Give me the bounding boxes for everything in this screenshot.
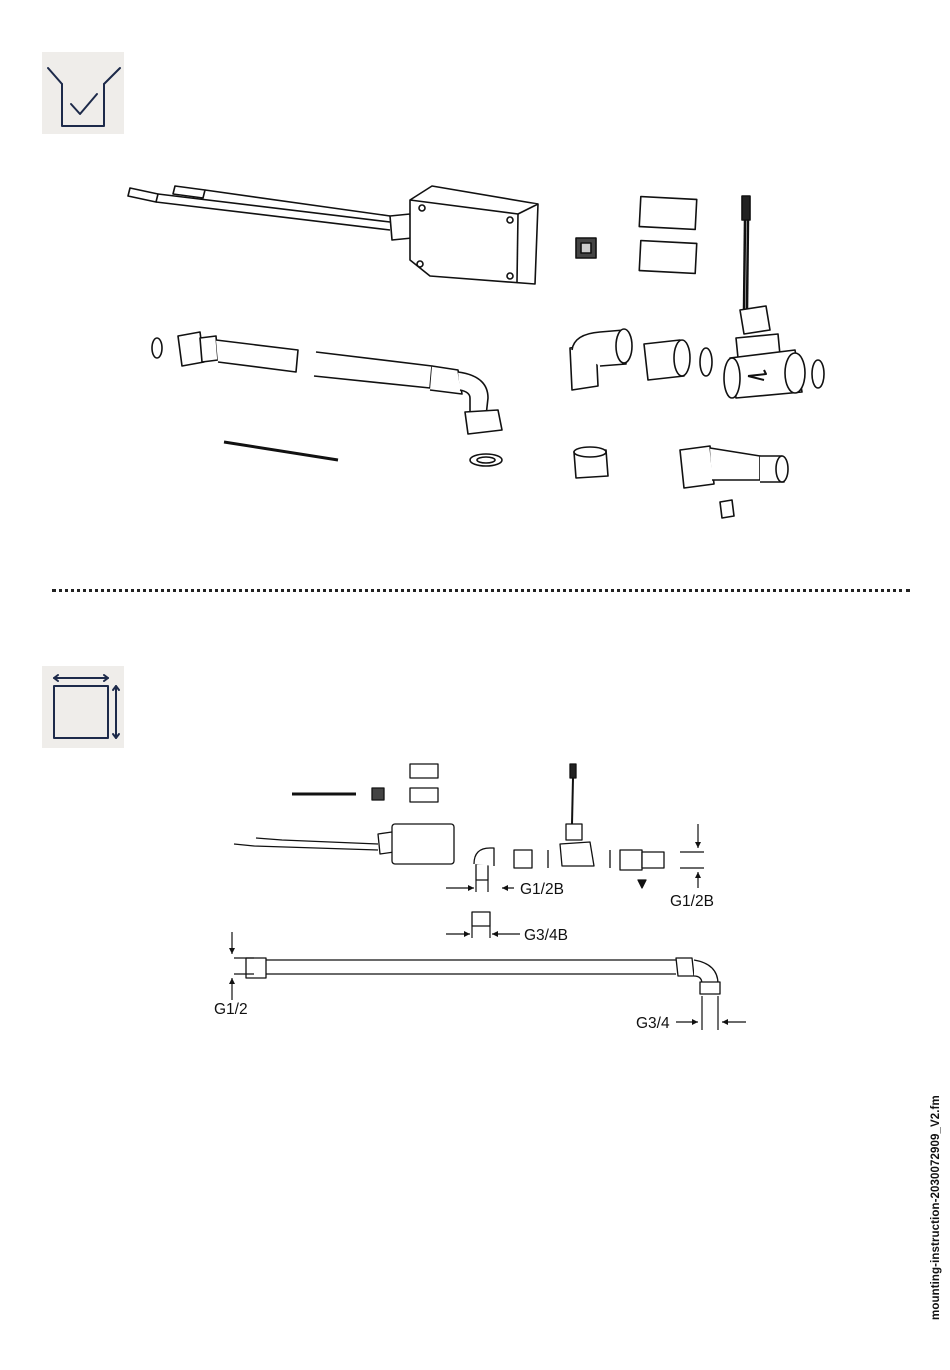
adhesive-pad-bottom — [639, 241, 696, 274]
cable-clip — [576, 238, 596, 258]
section-divider — [52, 589, 910, 592]
parts-drawing — [120, 180, 840, 530]
solenoid-valve — [724, 196, 805, 398]
cable-plug — [128, 186, 390, 230]
union-nut — [644, 340, 690, 380]
scope-of-delivery-icon — [42, 52, 124, 134]
dim-label-g12b-left: G1/2B — [520, 881, 564, 898]
dimensions-icon — [42, 666, 124, 748]
key-rod — [224, 442, 338, 460]
dim-label-g34b: G3/4B — [524, 927, 568, 944]
seal-ring — [152, 338, 162, 358]
footer-filename: mounting-instruction-2030072909_V2.fm — [930, 1050, 942, 1320]
adhesive-pad-top — [639, 197, 696, 230]
reducer-nipple — [574, 447, 608, 478]
angle-valve — [680, 446, 788, 518]
flexible-hose — [178, 332, 502, 434]
control-box — [390, 186, 538, 284]
dim-label-g12: G1/2 — [214, 1001, 248, 1018]
dim-label-g34: G3/4 — [636, 1015, 670, 1032]
dimension-drawing: G1/2B G1/2B G3/4B G1/2 G3/4 — [190, 760, 770, 1060]
dim-label-g12b-right: G1/2B — [670, 893, 714, 910]
elbow-fitting — [570, 329, 632, 390]
